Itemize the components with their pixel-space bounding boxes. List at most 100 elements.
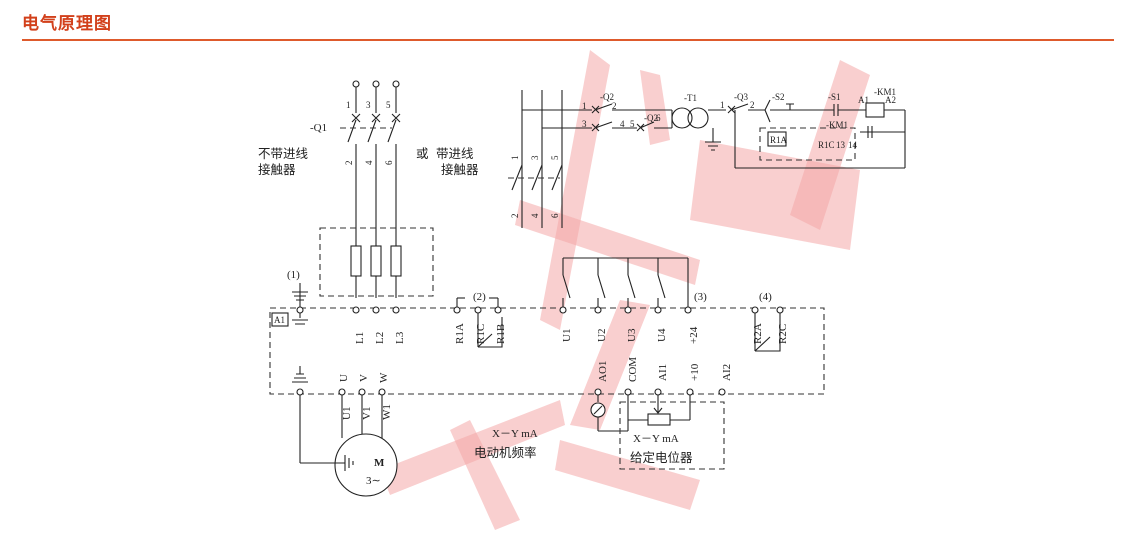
page-title: 电气原理图 (22, 14, 112, 34)
q2-label: -Q2 (600, 92, 614, 102)
note-with-contactor: 带进线 (436, 146, 474, 161)
ground-icon (292, 366, 308, 383)
terminal-label: U3 (626, 328, 638, 342)
q3-label: -Q3 (734, 92, 748, 102)
a1-box (271, 312, 289, 327)
terminal-label: AI2 (721, 364, 733, 381)
pin-label: 2 (510, 214, 520, 219)
relay-label: R1A (770, 135, 788, 145)
pin-label: 6 (550, 213, 560, 218)
title-underline (22, 39, 1114, 41)
terminal-label: V (358, 374, 370, 382)
terminal-label: COM (627, 357, 639, 382)
potentiometer-box (619, 401, 725, 470)
pin-label: 2 (612, 101, 617, 111)
terminal-label: W (378, 372, 390, 383)
pin-label: 6 (656, 113, 661, 123)
pin-label: 1 (346, 100, 351, 110)
ground-icon (344, 455, 354, 471)
note-or: 或 (416, 146, 429, 161)
q2-label: -Q2 (644, 113, 658, 123)
terminal-label: AO1 (597, 361, 609, 382)
fuse-box (319, 227, 434, 297)
motor-icon (334, 433, 398, 497)
pin-label: 2 (750, 100, 755, 110)
ground-icon (292, 291, 308, 301)
km1-coil (865, 102, 885, 118)
pin-label: 3 (366, 100, 371, 110)
pin-label: 1 (582, 101, 587, 111)
pin-label: 5 (386, 100, 391, 110)
pin-label: 4 (364, 160, 374, 165)
pin-label: 2 (344, 161, 354, 166)
pin-label: 6 (384, 160, 394, 165)
terminal-label: R1B (495, 324, 507, 344)
supply-switch-q1: 1 3 5 -Q1 2 4 6 (310, 80, 401, 298)
motor-phase: 3∼ (366, 475, 381, 487)
t1-label: -T1 (684, 93, 697, 103)
pin-label: 1 (510, 156, 520, 161)
digital-input-switches (562, 257, 689, 307)
analog-io (590, 395, 725, 470)
fuse (390, 245, 402, 277)
note-with-contactor: 接触器 (441, 162, 479, 177)
km1-label: -KM1 (826, 120, 848, 130)
ground-icon (292, 319, 308, 325)
ref-2: (2) (473, 291, 486, 303)
pin-label: 4 (620, 119, 625, 129)
bottom-terminals: U V W AO1 COM AI1 +10 AI2 (292, 357, 733, 396)
terminal-label: +24 (688, 326, 700, 344)
potentiometer-caption: 给定电位器 (630, 450, 693, 465)
ref-4: (4) (759, 291, 772, 303)
output-range: X－Y mA (492, 428, 538, 440)
top-terminals: L1 L2 L3 R1A R1C R1B U1 U2 U3 U4 +24 R2A… (352, 306, 789, 344)
pin-label: 4 (530, 213, 540, 218)
supply-terminal (372, 80, 380, 88)
coil-pin-label: A1 (858, 95, 869, 105)
pin-label: 3 (530, 155, 540, 160)
s1-label: -S1 (828, 92, 841, 102)
watermark (380, 50, 870, 530)
q1-label: -Q1 (310, 122, 327, 134)
note-without-contactor: 不带进线 (258, 146, 309, 161)
motor-terminal-label: V1 (361, 407, 373, 420)
terminal-label: U4 (656, 328, 668, 342)
output-caption: 电动机频率 (474, 445, 537, 460)
relay-label: R1C (818, 140, 835, 150)
aux-pin-label: 13 (836, 140, 846, 150)
potentiometer-range: X－Y mA (633, 433, 679, 445)
s2-label: -S2 (772, 92, 785, 102)
ground-icon (705, 141, 721, 151)
terminal-label: AI1 (657, 364, 669, 381)
terminal-label: L1 (354, 332, 366, 344)
terminal-label: +10 (689, 363, 701, 381)
terminal-label: R2A (752, 323, 764, 344)
motor-terminal-label: W1 (381, 404, 393, 420)
fuse (370, 245, 382, 277)
ref-3: (3) (694, 291, 707, 303)
motor: U1 V1 W1 M 3∼ (299, 395, 398, 497)
ref-1: (1) (287, 269, 300, 281)
terminal-label: L3 (394, 331, 406, 344)
terminal-label: R2C (777, 324, 789, 344)
a1-label: A1 (274, 315, 285, 325)
terminal-label: R1A (454, 323, 466, 344)
fuse (350, 245, 362, 277)
pin-label: 3 (582, 119, 587, 129)
pin-label: 1 (720, 100, 725, 110)
motor-letter: M (374, 457, 385, 469)
coil-pin-label: A2 (885, 95, 896, 105)
note-without-contactor: 接触器 (258, 162, 296, 177)
terminal-label: L2 (374, 332, 386, 344)
pin-label: 5 (550, 155, 560, 160)
aux-pin-label: 14 (848, 140, 858, 150)
potentiometer-icon (647, 413, 671, 426)
transformer (671, 107, 693, 129)
km1-label: -KM1 (874, 87, 896, 97)
pin-label: 5 (630, 119, 635, 129)
contactor-circuit: 1 3 5 2 4 6 -Q2 -Q2 1 2 3 4 5 6 -T1 -Q3 … (508, 87, 906, 228)
supply-terminal (392, 80, 400, 88)
supply-terminal (352, 80, 360, 88)
motor-terminal-label: U1 (341, 407, 353, 420)
